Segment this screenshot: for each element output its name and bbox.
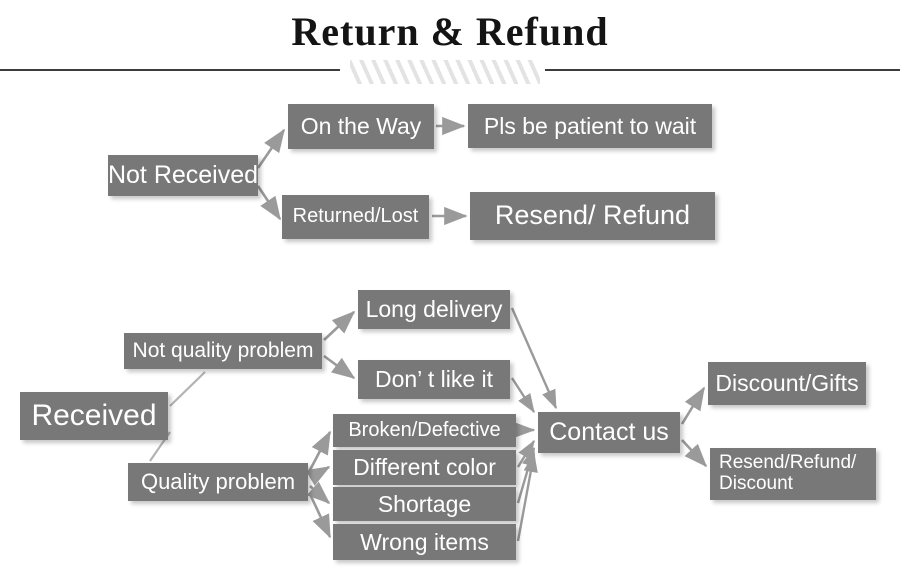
flow-node-returned-lost: Returned/Lost: [282, 195, 429, 239]
flow-node-different-color: Different color: [333, 450, 516, 485]
divider-rule-right: [545, 69, 900, 71]
diagonal-hatch-icon: [350, 60, 540, 84]
flow-node-pls-be-patient: Pls be patient to wait: [468, 104, 712, 148]
flow-node-quality-problem: Quality problem: [128, 463, 308, 501]
page-title: Return & Refund: [291, 9, 609, 54]
flow-node-dont-like-it: Don’ t like it: [358, 360, 510, 399]
flow-node-wrong-items: Wrong items: [333, 524, 516, 560]
flow-node-received: Received: [20, 392, 168, 440]
flow-node-shortage: Shortage: [333, 487, 516, 521]
flow-node-long-delivery: Long delivery: [358, 290, 510, 329]
divider-rule-left: [0, 69, 340, 71]
page-header: Return & Refund: [0, 0, 900, 90]
flow-node-resend-refund-disc: Resend/Refund/ Discount: [710, 448, 876, 500]
flow-node-on-the-way: On the Way: [288, 104, 434, 149]
flow-node-not-received: Not Received: [108, 155, 258, 196]
title-divider: [0, 60, 900, 86]
flow-node-resend-refund: Resend/ Refund: [470, 192, 715, 240]
flow-node-contact-us: Contact us: [538, 412, 680, 453]
flow-node-discount-gifts: Discount/Gifts: [708, 362, 866, 405]
flow-node-not-quality: Not quality problem: [124, 333, 322, 369]
flow-node-broken-defective: Broken/Defective: [333, 414, 516, 447]
